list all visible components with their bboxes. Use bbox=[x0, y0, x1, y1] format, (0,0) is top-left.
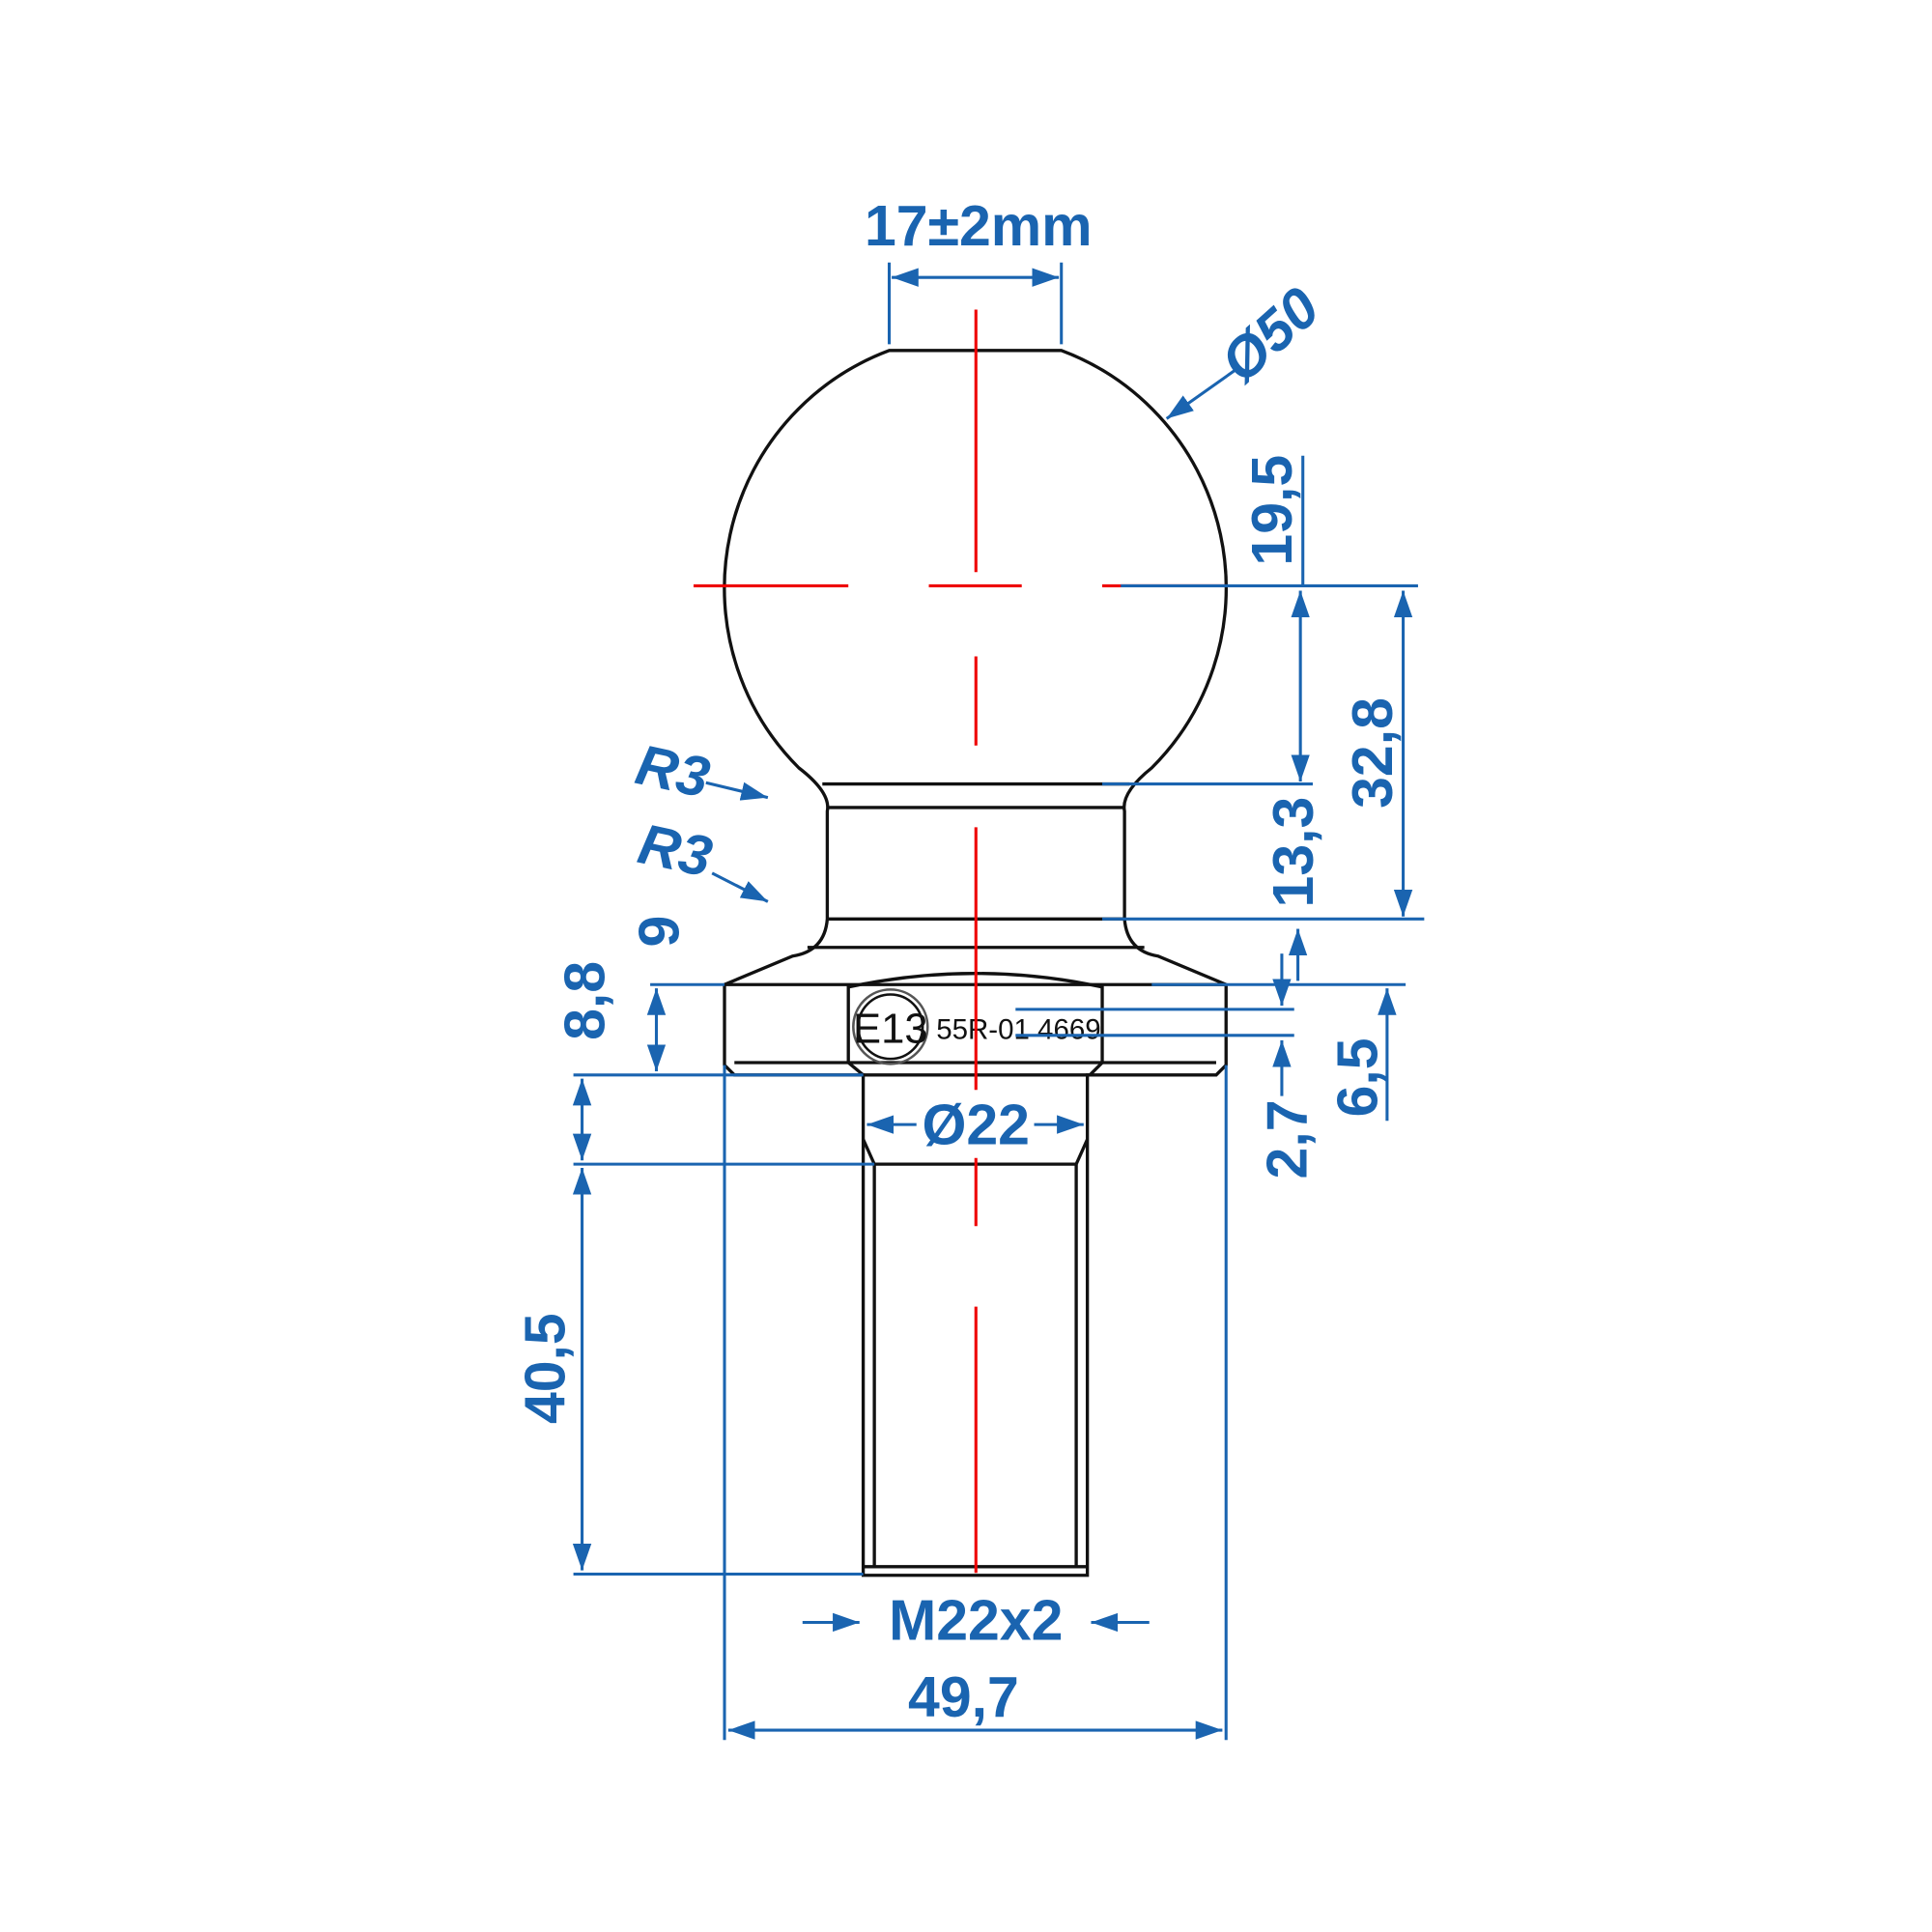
dim-r3-upper: R3 bbox=[631, 733, 715, 810]
dim-19-5: 19,5 bbox=[1241, 455, 1304, 566]
dim-r3-lower: R3 bbox=[633, 812, 717, 889]
dim-9: 9 bbox=[629, 916, 692, 948]
dim-2-7: 2,7 bbox=[1257, 1099, 1320, 1179]
approval-mark: E13 bbox=[853, 1006, 928, 1052]
approval-number: 55R-01 4669 bbox=[936, 1014, 1100, 1046]
dim-thread: M22x2 bbox=[889, 1589, 1063, 1652]
dim-13-3: 13,3 bbox=[1263, 797, 1325, 908]
dimension-lines bbox=[572, 262, 1425, 1741]
dim-8-8: 8,8 bbox=[554, 961, 617, 1040]
dim-top-flat-width: 17±2mm bbox=[865, 195, 1093, 258]
centerlines bbox=[693, 309, 1227, 1574]
approval-marking: E13 55R-01 4669 bbox=[852, 988, 1101, 1065]
dim-flange-width: 49,7 bbox=[908, 1666, 1019, 1729]
flange-face bbox=[846, 972, 1104, 1077]
dim-shank-diameter: Ø22 bbox=[923, 1094, 1030, 1157]
dim-40-5: 40,5 bbox=[515, 1313, 578, 1424]
dim-32-8: 32,8 bbox=[1342, 697, 1405, 809]
dim-6-5: 6,5 bbox=[1327, 1037, 1390, 1117]
